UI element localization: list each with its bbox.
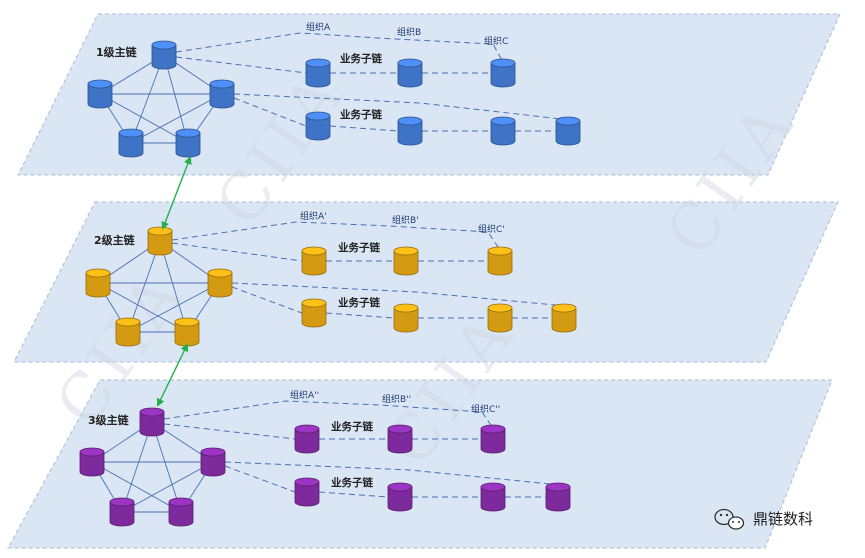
- main-node-5: [87, 79, 113, 109]
- main-node-3: [175, 128, 201, 158]
- subchain-link-1: [175, 56, 307, 74]
- org-label-1: 组织A'': [290, 389, 319, 401]
- org-link-lower: [224, 461, 561, 486]
- subchain-2-node-1: [301, 298, 327, 328]
- mesh-diagonal: [127, 240, 161, 333]
- subchain-link-1: [171, 242, 303, 262]
- subchain-2-node-2: [393, 303, 419, 333]
- subchain-label-1: 业务子链: [338, 241, 380, 254]
- main-node-4: [115, 317, 141, 347]
- main-node-4: [109, 497, 135, 527]
- wechat-icon: [714, 508, 745, 530]
- org-label-1: 组织A: [306, 21, 331, 33]
- mesh-diagonal: [163, 54, 189, 144]
- subchain-1-node-1: [301, 246, 327, 276]
- org-link-lower: [233, 93, 571, 121]
- subchain-2-node-3: [487, 303, 513, 333]
- link-level1-level2: [161, 156, 192, 230]
- subchain-2-node-4: [555, 116, 581, 146]
- org-link-upper: [163, 400, 494, 429]
- org-label-3: 组织C'': [471, 403, 500, 415]
- subchain-label-2: 业务子链: [340, 108, 382, 121]
- org-link-upper: [175, 32, 504, 63]
- subchain-1-node-3: [490, 58, 516, 88]
- subchain-1-node-1: [294, 424, 320, 454]
- brand-name: 鼎链数科: [753, 510, 813, 528]
- subchain-row-2-edge: [325, 312, 395, 319]
- subchain-link-1: [163, 423, 296, 440]
- mesh-diagonal: [97, 282, 188, 333]
- subchain-link-2: [231, 286, 303, 314]
- layer-3-plane: [7, 379, 833, 549]
- mesh-diagonal: [121, 461, 214, 513]
- main-node-2: [207, 268, 233, 298]
- subchain-1-node-1: [305, 58, 331, 88]
- mesh-diagonal: [130, 54, 165, 144]
- subchain-2-node-1: [294, 477, 320, 507]
- main-node-3: [168, 497, 194, 527]
- subchain-row-2-edge: [329, 125, 399, 132]
- main-chain-label: 3级主链: [88, 413, 130, 427]
- org-label-2: 组织B: [397, 26, 421, 38]
- main-node-1: [151, 40, 177, 70]
- layer-1-plane: [17, 13, 841, 176]
- mesh-diagonal: [121, 421, 153, 513]
- subchain-2-node-2: [387, 482, 413, 512]
- subchain-label-2: 业务子链: [331, 476, 373, 489]
- org-link-lower: [231, 282, 567, 307]
- subchain-row-2-edge: [318, 491, 389, 498]
- mesh-diagonal: [99, 93, 189, 144]
- main-node-2: [209, 79, 235, 109]
- subchain-1-node-3: [480, 424, 506, 454]
- org-label-2: 组织B'': [382, 393, 411, 405]
- main-node-3: [174, 317, 200, 347]
- subchain-1-node-3: [487, 246, 513, 276]
- mesh-diagonal: [151, 421, 182, 513]
- main-node-2: [200, 447, 226, 477]
- link-level2-level3: [157, 343, 188, 407]
- subchain-1-node-2: [393, 246, 419, 276]
- mesh-diagonal: [91, 461, 182, 513]
- subchain-label-1: 业务子链: [331, 420, 373, 433]
- subchain-label-1: 业务子链: [340, 52, 382, 65]
- main-chain-label: 2级主链: [94, 233, 136, 247]
- org-label-2: 组织B': [392, 214, 419, 226]
- layer-2-plane: [13, 201, 839, 363]
- subchain-2-node-4: [545, 482, 571, 512]
- subchain-2-node-1: [305, 111, 331, 141]
- subchain-1-node-2: [397, 58, 423, 88]
- brand: 鼎链数科: [714, 508, 813, 530]
- org-label-3: 组织C': [478, 223, 505, 235]
- subchain-2-node-3: [480, 482, 506, 512]
- org-link-upper: [171, 221, 501, 251]
- subchain-2-node-2: [397, 116, 423, 146]
- main-node-5: [85, 268, 111, 298]
- subchain-link-2: [224, 465, 296, 493]
- org-label-3: 组织C: [484, 35, 508, 47]
- mesh-diagonal: [159, 240, 188, 333]
- mesh-diagonal: [127, 282, 221, 333]
- main-node-5: [79, 447, 105, 477]
- org-label-1: 组织A': [300, 210, 327, 222]
- main-node-1: [147, 226, 173, 256]
- subchain-2-node-4: [551, 303, 577, 333]
- subchain-label-2: 业务子链: [338, 296, 380, 309]
- subchain-1-node-2: [387, 424, 413, 454]
- main-node-1: [139, 407, 165, 437]
- subchain-link-2: [233, 97, 307, 127]
- subchain-2-node-3: [490, 116, 516, 146]
- main-node-4: [118, 128, 144, 158]
- mesh-diagonal: [130, 93, 223, 144]
- main-chain-label: 1级主链: [96, 45, 138, 59]
